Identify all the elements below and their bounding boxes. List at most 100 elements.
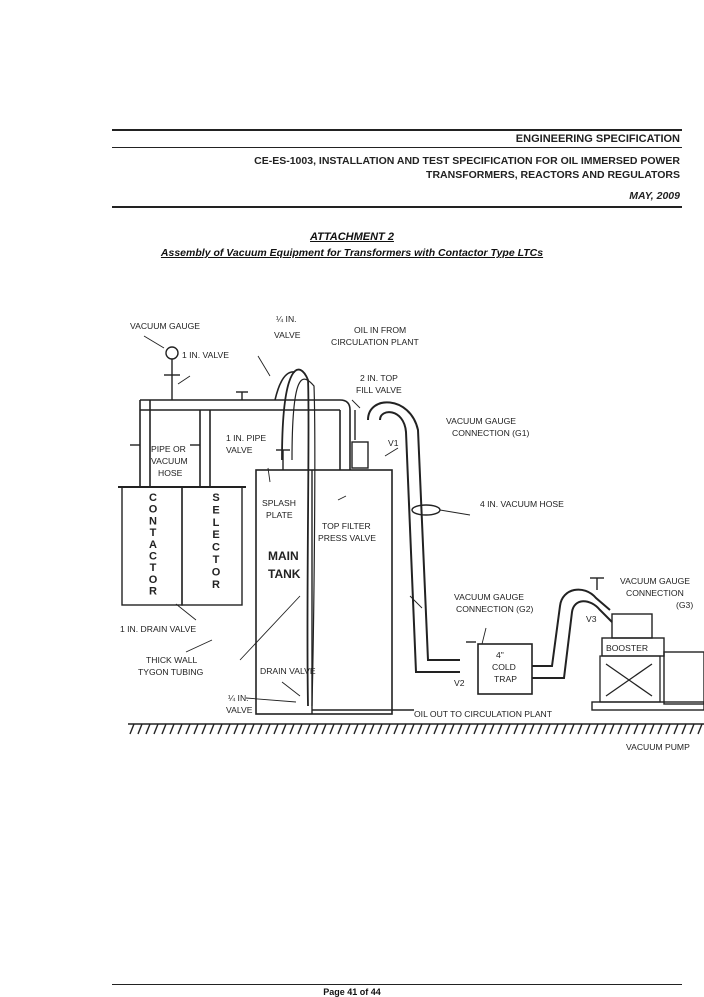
spec-title: ENGINEERING SPECIFICATION bbox=[515, 133, 680, 145]
label-v2: V2 bbox=[454, 678, 465, 688]
selector-letter: S bbox=[212, 492, 219, 504]
label-thick-wall-2: TYGON TUBING bbox=[138, 667, 204, 677]
hatch-mark bbox=[393, 723, 399, 735]
hatch-mark bbox=[641, 723, 647, 735]
hatch-mark bbox=[345, 723, 351, 735]
hatch-mark bbox=[401, 723, 407, 735]
hatch-mark bbox=[585, 723, 591, 735]
hatch-mark bbox=[537, 723, 543, 735]
label-pipe-or-3: HOSE bbox=[158, 468, 183, 478]
selector-letter: E bbox=[212, 504, 219, 516]
hatch-mark bbox=[449, 723, 455, 735]
selector-letter: T bbox=[213, 554, 220, 566]
label-one-in-pipe-1: 1 IN. PIPE bbox=[226, 433, 266, 443]
label-one-in-valve: 1 IN. VALVE bbox=[182, 350, 229, 360]
hatch-mark bbox=[473, 723, 479, 735]
label-v1: V1 bbox=[388, 438, 399, 448]
hatch-mark bbox=[681, 723, 687, 735]
hatch-mark bbox=[513, 723, 519, 735]
hatch-mark bbox=[169, 723, 175, 735]
label-top-filter-2: PRESS VALVE bbox=[318, 533, 376, 543]
label-vg-g2-1: VACUUM GAUGE bbox=[454, 592, 524, 602]
hatch-mark bbox=[425, 723, 431, 735]
vacuum-hose-4in bbox=[367, 401, 460, 661]
hatch-mark bbox=[137, 723, 143, 735]
hatch-mark bbox=[457, 723, 463, 735]
doc-title-line1: CE-ES-1003, INSTALLATION AND TEST SPECIF… bbox=[254, 155, 680, 167]
hatch-mark bbox=[185, 723, 191, 735]
hatch-mark bbox=[545, 723, 551, 735]
label-pipe-or-1: PIPE OR bbox=[151, 444, 186, 454]
contactor-letter: T bbox=[150, 527, 157, 539]
selector-letter: L bbox=[213, 517, 220, 529]
vacuum-gauge-top bbox=[165, 346, 179, 360]
hatch-mark bbox=[673, 723, 679, 735]
label-vg-g3-2: CONNECTION bbox=[626, 588, 684, 598]
footer-rule bbox=[112, 984, 682, 985]
label-oil-in-2: CIRCULATION PLANT bbox=[331, 337, 419, 347]
hatch-mark bbox=[409, 723, 415, 735]
hatch-mark bbox=[361, 723, 367, 735]
contactor-letter: R bbox=[149, 586, 157, 598]
label-one-in-drain: 1 IN. DRAIN VALVE bbox=[120, 624, 196, 634]
label-thick-wall-1: THICK WALL bbox=[146, 655, 197, 665]
hose-marker bbox=[411, 504, 441, 516]
label-booster: BOOSTER bbox=[606, 643, 648, 653]
label-two-in-top-2: FILL VALVE bbox=[356, 385, 402, 395]
label-two-in-top-1: 2 IN. TOP bbox=[360, 373, 398, 383]
hatch-mark bbox=[497, 723, 503, 735]
hatch-mark bbox=[657, 723, 663, 735]
header-mid-rule bbox=[112, 147, 682, 148]
doc-title-rest: , INSTALLATION AND TEST SPECIFICATION FO… bbox=[313, 155, 680, 167]
label-quarter-bottom-1: ¼ IN. bbox=[228, 693, 249, 703]
hatch-mark bbox=[289, 723, 295, 735]
hatch-mark bbox=[481, 723, 487, 735]
hatch-mark bbox=[233, 723, 239, 735]
attachment-subheading: Assembly of Vacuum Equipment for Transfo… bbox=[160, 247, 544, 259]
pump-hose bbox=[532, 588, 611, 667]
contactor-letter: O bbox=[149, 504, 158, 516]
selector-letter: O bbox=[212, 566, 221, 578]
hatch-mark bbox=[689, 723, 695, 735]
label-main-tank-1: MAIN bbox=[268, 549, 299, 563]
label-vg-g1-1: VACUUM GAUGE bbox=[446, 416, 516, 426]
hatch-mark bbox=[569, 723, 575, 735]
hatch-mark bbox=[313, 723, 319, 735]
hatch-mark bbox=[377, 723, 383, 735]
hatch-mark bbox=[609, 723, 615, 735]
label-vg-g2-2: CONNECTION (G2) bbox=[456, 604, 533, 614]
hatch-mark bbox=[129, 723, 135, 735]
cold-trap bbox=[477, 643, 533, 695]
label-drain-valve: DRAIN VALVE bbox=[260, 666, 316, 676]
label-vg-g1-2: CONNECTION (G1) bbox=[452, 428, 529, 438]
hatch-mark bbox=[633, 723, 639, 735]
contactor-letter: C bbox=[149, 492, 157, 504]
hatch-mark bbox=[257, 723, 263, 735]
contactor-letter: N bbox=[149, 515, 157, 527]
hatch-mark bbox=[521, 723, 527, 735]
attachment-heading: ATTACHMENT 2 bbox=[310, 231, 394, 243]
booster-body bbox=[611, 613, 653, 639]
hatch-mark bbox=[649, 723, 655, 735]
label-vacuum-pump: VACUUM PUMP bbox=[626, 742, 690, 752]
label-oil-in-1: OIL IN FROM bbox=[354, 325, 406, 335]
doc-code: CE-ES-1003 bbox=[254, 155, 314, 167]
doc-date: MAY, 2009 bbox=[629, 190, 680, 202]
selector-letter: R bbox=[212, 579, 220, 591]
hatch-mark bbox=[625, 723, 631, 735]
hatch-mark bbox=[241, 723, 247, 735]
header-top-rule bbox=[112, 129, 682, 131]
selector-letter: C bbox=[212, 542, 220, 554]
label-cold-trap-1: 4" bbox=[496, 650, 504, 660]
vacuum-pump-body bbox=[663, 651, 704, 705]
hatch-mark bbox=[217, 723, 223, 735]
hatch-mark bbox=[617, 723, 623, 735]
hatch-mark bbox=[593, 723, 599, 735]
pump-base bbox=[591, 701, 704, 711]
label-oil-out: OIL OUT TO CIRCULATION PLANT bbox=[414, 709, 553, 719]
hatch-mark bbox=[697, 723, 703, 735]
doc-title-line2: TRANSFORMERS, REACTORS AND REGULATORS bbox=[426, 169, 680, 181]
hatch-mark bbox=[529, 723, 535, 735]
label-quarter-valve-top-2: VALVE bbox=[274, 330, 301, 340]
hatch-mark bbox=[249, 723, 255, 735]
